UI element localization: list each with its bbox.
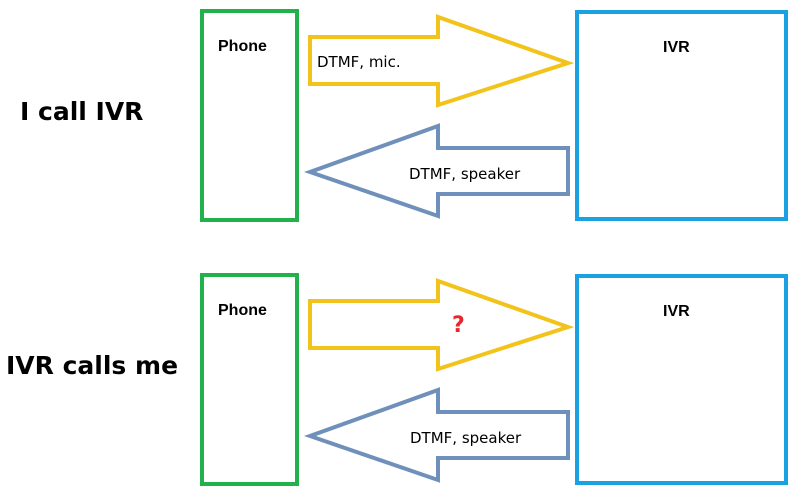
phone-box [200,273,299,486]
incoming-arrow [303,123,570,219]
outgoing-arrow [308,278,575,372]
outgoing-arrow [308,14,575,108]
scenario-title: I call IVR [20,97,143,126]
outgoing-arrow-label: DTMF, mic. [317,53,401,71]
ivr-label: IVR [663,39,690,56]
phone-label: Phone [218,38,267,55]
scenario-title: IVR calls me [6,351,178,380]
phone-label: Phone [218,302,267,319]
scenario-ivr-calls-me: IVR calls me Phone IVR ? DTMF, speaker [6,273,788,486]
incoming-arrow-label: DTMF, speaker [409,165,521,183]
phone-box [200,9,299,222]
ivr-label: IVR [663,303,690,320]
scenario-i-call-ivr: I call IVR Phone IVR DTMF, mic. DTMF, sp… [20,9,788,222]
question-mark-label: ? [452,313,465,338]
ivr-box [575,10,788,221]
incoming-arrow-label: DTMF, speaker [410,429,522,447]
ivr-box [575,274,788,485]
incoming-arrow [303,387,570,483]
